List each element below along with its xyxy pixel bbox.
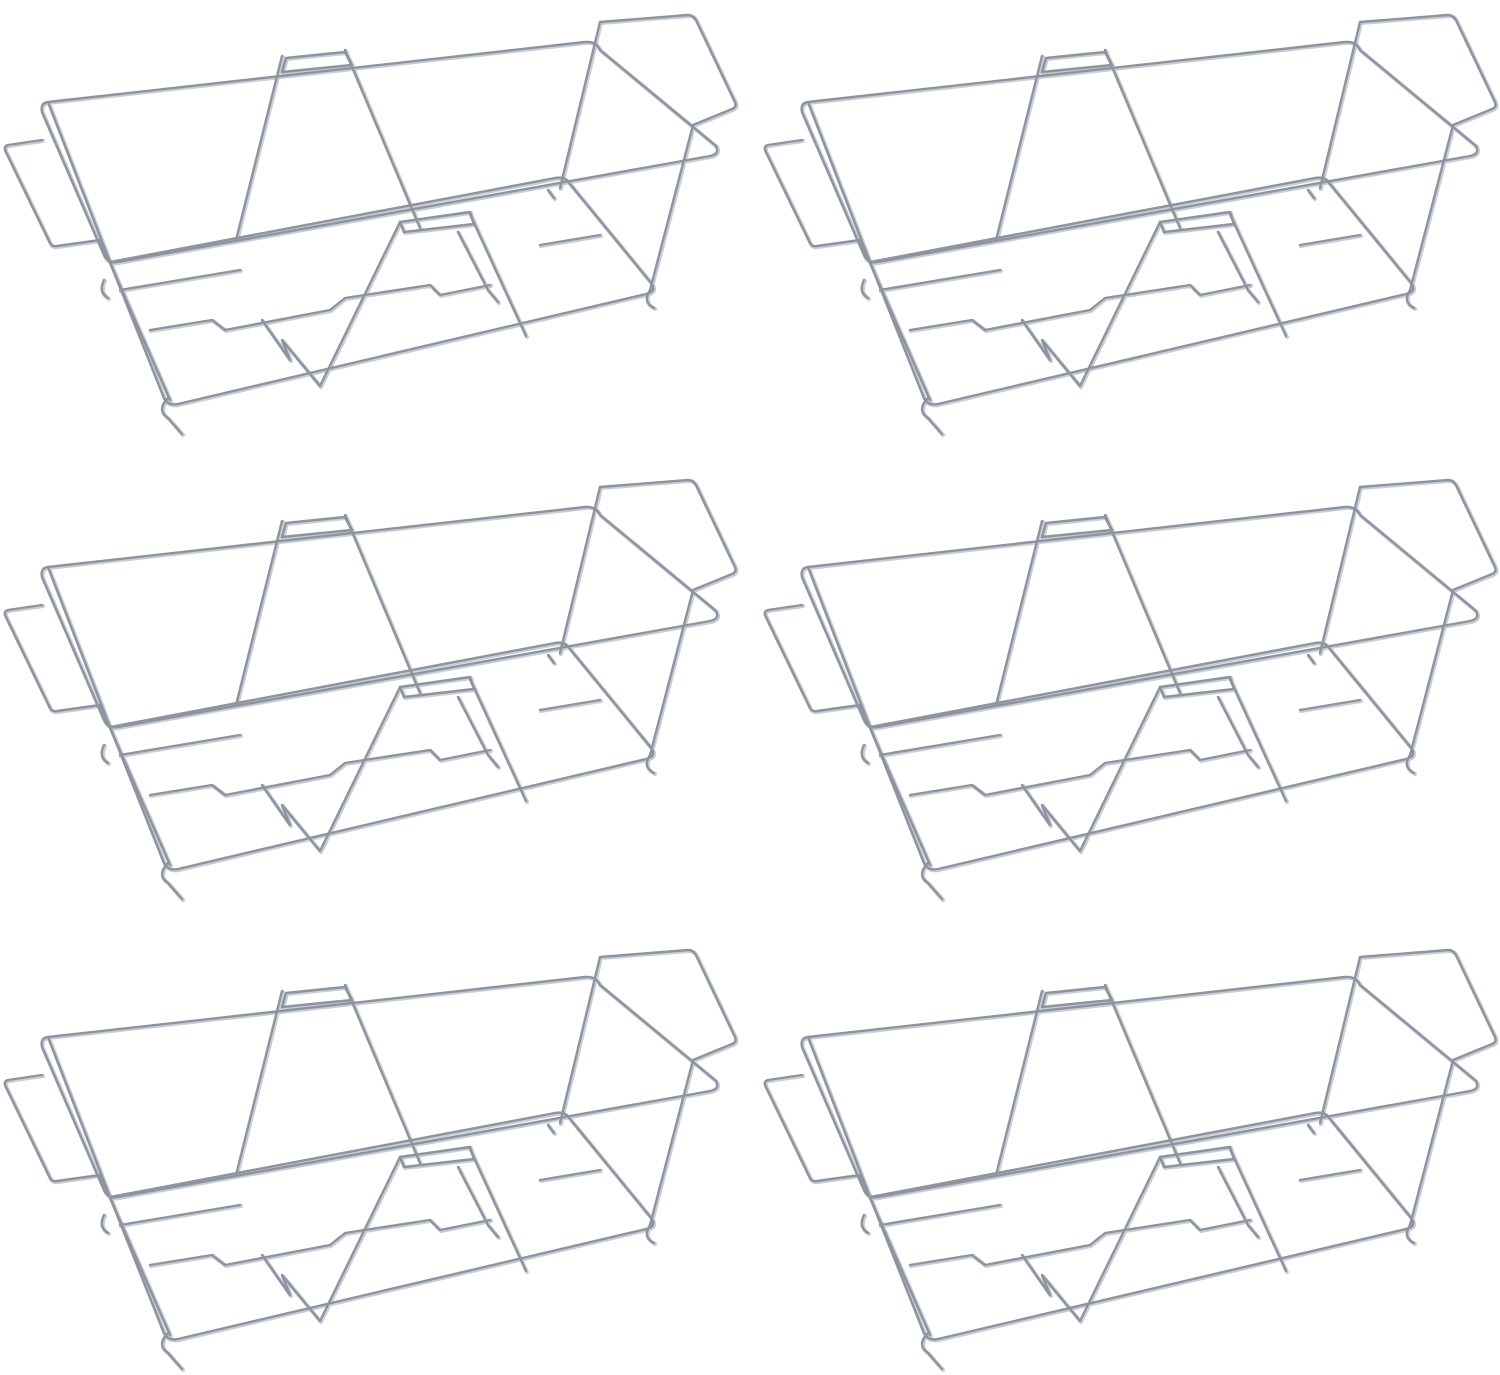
wire-rack-highlight: [3, 949, 739, 1372]
wire-rack: [3, 478, 737, 901]
rack-grid: [3, 13, 1499, 1372]
wire-rack-highlight: [763, 14, 1499, 437]
wire-rack-highlight: [763, 949, 1499, 1372]
wire-rack: [3, 13, 737, 436]
wire-rack-highlight: [3, 479, 739, 902]
wire-rack: [3, 948, 737, 1371]
wire-rack: [763, 478, 1497, 901]
wire-rack-highlight: [763, 479, 1499, 902]
wire-rack: [763, 948, 1497, 1371]
wire-rack-highlight: [3, 14, 739, 437]
wire-rack: [763, 13, 1497, 436]
